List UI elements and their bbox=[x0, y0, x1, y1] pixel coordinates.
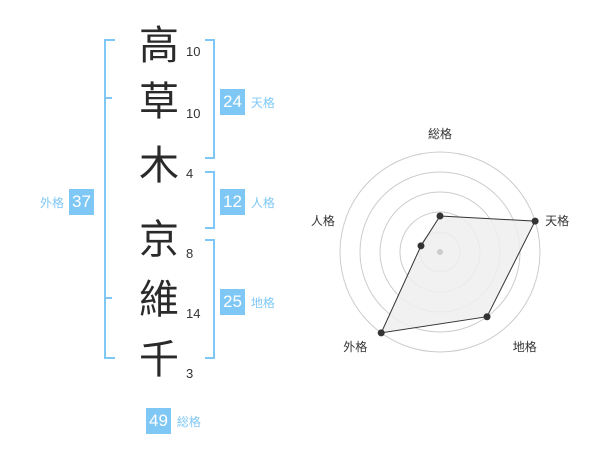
radar-series-area bbox=[380, 215, 536, 334]
name-char-6: 千 bbox=[139, 337, 179, 383]
name-char-5: 維 bbox=[139, 277, 179, 323]
soukaku-label: 総格 bbox=[176, 414, 201, 429]
jinkaku-badge: 12 人格 bbox=[220, 189, 275, 215]
tenkaku-label: 天格 bbox=[250, 95, 275, 110]
chikaku-badge: 25 地格 bbox=[220, 289, 275, 315]
stroke-count-4: 8 bbox=[186, 246, 194, 261]
radar-label-4: 外格 bbox=[343, 339, 367, 354]
stroke-count-1: 10 bbox=[186, 44, 201, 59]
radar-label-3: 地格 bbox=[513, 339, 537, 354]
stroke-count-3: 4 bbox=[186, 166, 194, 181]
gaikaku-value: 37 bbox=[69, 189, 94, 215]
name-char-2: 草 bbox=[139, 79, 179, 125]
radar-grid-ring bbox=[339, 151, 541, 353]
radar-point-4 bbox=[377, 329, 385, 337]
gaikaku-bracket bbox=[104, 39, 115, 359]
radar-point-2 bbox=[531, 217, 539, 225]
radar-label-1: 総格 bbox=[428, 126, 452, 141]
radar-center-dot bbox=[437, 249, 443, 255]
chikaku-value: 25 bbox=[220, 289, 245, 315]
stroke-count-5: 14 bbox=[186, 306, 201, 321]
stroke-count-2: 10 bbox=[186, 106, 201, 121]
jinkaku-value: 12 bbox=[220, 189, 245, 215]
jinkaku-label: 人格 bbox=[250, 195, 275, 210]
radar-label-2: 天格 bbox=[545, 213, 569, 228]
name-char-3: 木 bbox=[139, 143, 179, 189]
tenkaku-badge: 24 天格 bbox=[220, 89, 275, 115]
radar-point-5 bbox=[417, 242, 425, 250]
name-char-1: 高 bbox=[139, 23, 179, 69]
gaikaku-label: 外格 bbox=[40, 195, 65, 210]
soukaku-badge: 49 総格 bbox=[146, 408, 201, 434]
tenkaku-value: 24 bbox=[220, 89, 245, 115]
chikaku-bracket bbox=[205, 239, 215, 359]
stroke-count-6: 3 bbox=[186, 366, 194, 381]
radar-point-3 bbox=[483, 313, 491, 321]
tenkaku-bracket bbox=[205, 39, 215, 159]
name-char-4: 京 bbox=[139, 217, 179, 263]
radar-label-5: 人格 bbox=[311, 213, 335, 228]
radar-point-1 bbox=[436, 212, 444, 220]
chikaku-label: 地格 bbox=[250, 295, 275, 310]
jinkaku-bracket bbox=[205, 171, 215, 229]
bracket-lines bbox=[104, 39, 215, 359]
soukaku-value: 49 bbox=[146, 408, 171, 434]
gaikaku-badge: 外格 37 bbox=[40, 189, 94, 215]
